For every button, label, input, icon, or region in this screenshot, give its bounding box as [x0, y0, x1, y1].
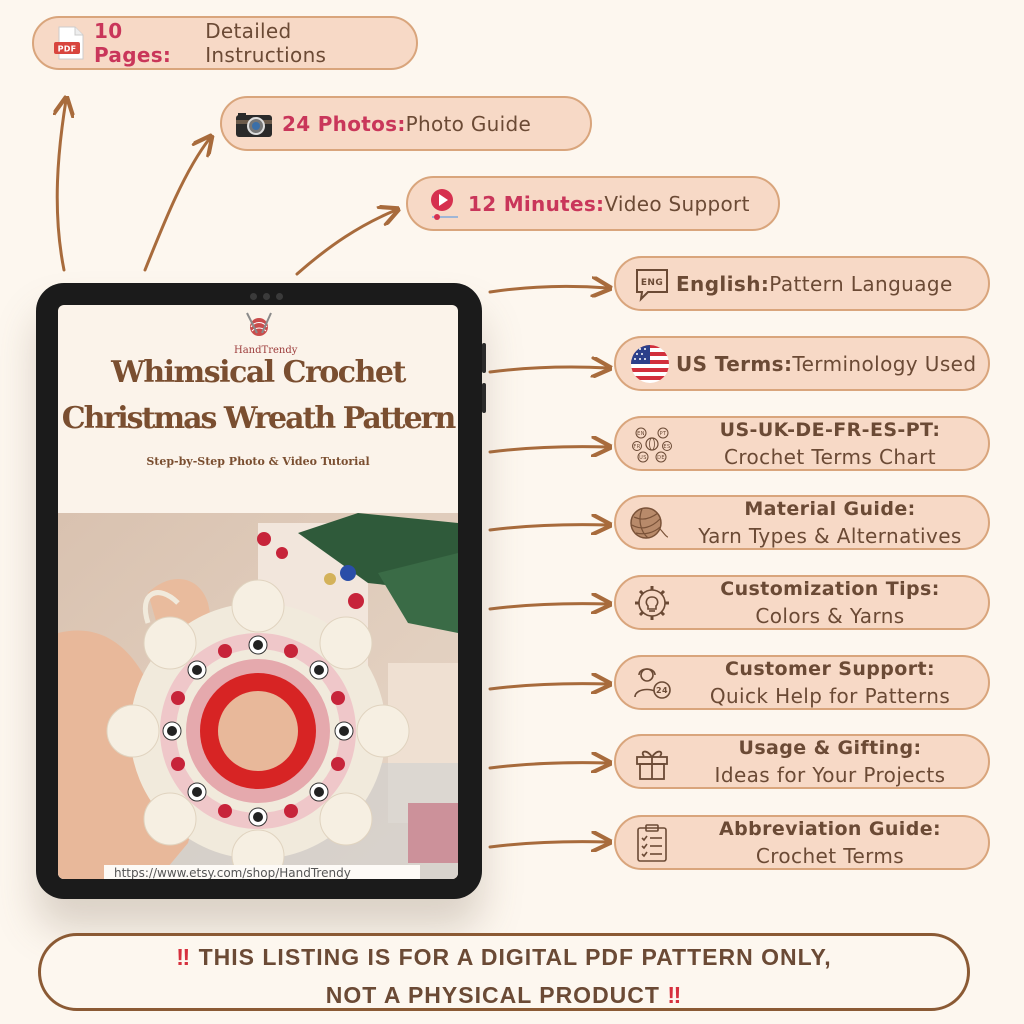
lightbulb-gear-icon [632, 583, 672, 623]
cover-title-line2: Christmas Wreath Pattern [61, 401, 457, 436]
svg-text:FR: FR [633, 444, 640, 450]
cover-subtitle: Step-by-Step Photo & Video Tutorial [146, 455, 370, 468]
feature-value: Detailed Instructions [205, 19, 327, 67]
wreath-photo-illustration [58, 513, 458, 879]
feature-support: 24 Customer Support: Quick Help for Patt… [614, 655, 990, 710]
feature-key: Customization Tips: [720, 577, 940, 600]
support-24-icon: 24 [632, 663, 672, 703]
feature-value: Ideas for Your Projects [714, 762, 946, 787]
feature-key: English: [676, 271, 770, 296]
feature-video: 12 Minutes:Video Support [406, 176, 780, 231]
globe-terms-icon: EN PT FR ES US DE [632, 424, 672, 464]
svg-text:US: US [639, 455, 647, 461]
feature-language: ENG English: Pattern Language [614, 256, 990, 311]
tablet-button [482, 343, 486, 373]
arrow-to-material [488, 525, 608, 530]
arrow-to-photos [143, 138, 210, 272]
arrow-to-video [295, 210, 396, 276]
arrow-to-abbreviation [488, 842, 608, 847]
feature-value: Video Support [604, 191, 750, 216]
feature-key: Usage & Gifting: [738, 736, 922, 759]
feature-terms: US Terms: Terminology Used [614, 336, 990, 391]
arrow-to-gifting [488, 763, 608, 768]
video-icon [424, 184, 464, 224]
yarn-hook-logo-icon [246, 312, 272, 336]
brand-logo: HandTrendy [234, 309, 298, 356]
feature-value: Crochet Terms Chart [724, 444, 936, 469]
svg-text:ENG: ENG [641, 278, 663, 288]
svg-text:24: 24 [656, 686, 668, 695]
feature-key: 12 Minutes: [468, 191, 605, 216]
notice-line-2: NOT A PHYSICAL PRODUCT ‼ [41, 974, 967, 1016]
arrow-to-terms [488, 367, 608, 372]
feature-material: Material Guide: Yarn Types & Alternative… [614, 495, 990, 550]
svg-text:PDF: PDF [58, 45, 77, 54]
feature-key: Customer Support: [725, 657, 935, 680]
feature-chart: EN PT FR ES US DE US-UK-DE-FR-ES-PT: Cro… [614, 416, 990, 471]
us-flag-icon [630, 344, 670, 384]
arrow-to-language [488, 286, 608, 292]
tablet-mockup: HandTrendy Whimsical Crochet Christmas W… [36, 283, 486, 899]
svg-text:EN: EN [637, 431, 645, 437]
feature-key: Abbreviation Guide: [719, 817, 941, 840]
tablet-button [482, 383, 486, 413]
tablet-screen: HandTrendy Whimsical Crochet Christmas W… [58, 305, 458, 879]
notice-text-2: NOT A PHYSICAL PRODUCT [325, 982, 660, 1008]
cover-photo [58, 513, 458, 879]
feature-customization: Customization Tips: Colors & Yarns [614, 575, 990, 630]
language-icon: ENG [632, 264, 672, 304]
feature-value: Pattern Language [769, 271, 953, 296]
cover-title-line1: Whimsical Crochet [111, 355, 406, 390]
feature-value: Yarn Types & Alternatives [698, 523, 962, 548]
arrow-to-support [488, 684, 608, 689]
camera-icon [234, 104, 274, 144]
brand-name: HandTrendy [234, 345, 298, 356]
arrow-to-customization [488, 604, 608, 609]
clipboard-checklist-icon [632, 823, 672, 863]
digital-only-notice: ‼ THIS LISTING IS FOR A DIGITAL PDF PATT… [38, 933, 970, 1011]
shop-url[interactable]: https://www.etsy.com/shop/HandTrendy [104, 865, 420, 879]
feature-key: 24 Photos: [282, 111, 406, 136]
arrow-to-chart [488, 447, 608, 452]
feature-key: 10 Pages: [94, 19, 172, 67]
feature-key: US-UK-DE-FR-ES-PT: [719, 418, 941, 441]
svg-text:PT: PT [660, 431, 667, 437]
feature-photos: 24 Photos: Photo Guide [220, 96, 592, 151]
feature-value: Crochet Terms [755, 843, 905, 868]
alert-icon: ‼ [667, 982, 683, 1008]
feature-pages: PDF 10 Pages: Detailed Instructions [32, 16, 418, 70]
feature-abbreviation: Abbreviation Guide: Crochet Terms [614, 815, 990, 870]
gift-icon [632, 742, 672, 782]
feature-key: US Terms: [676, 351, 793, 376]
alert-icon: ‼ [176, 944, 192, 970]
tablet-camera [246, 291, 286, 301]
yarn-ball-icon [628, 503, 668, 543]
svg-text:DE: DE [657, 455, 665, 461]
feature-key: Material Guide: [744, 497, 916, 520]
svg-text:ES: ES [663, 444, 670, 450]
feature-value: Photo Guide [405, 111, 532, 136]
feature-value: Quick Help for Patterns [709, 683, 951, 708]
feature-gifting: Usage & Gifting: Ideas for Your Projects [614, 734, 990, 789]
arrow-to-pages [57, 100, 66, 272]
notice-text-1: THIS LISTING IS FOR A DIGITAL PDF PATTER… [198, 944, 832, 970]
notice-line-1: ‼ THIS LISTING IS FOR A DIGITAL PDF PATT… [41, 936, 967, 978]
pdf-icon: PDF [50, 23, 90, 63]
feature-value: Terminology Used [792, 351, 977, 376]
feature-value: Colors & Yarns [755, 603, 905, 628]
